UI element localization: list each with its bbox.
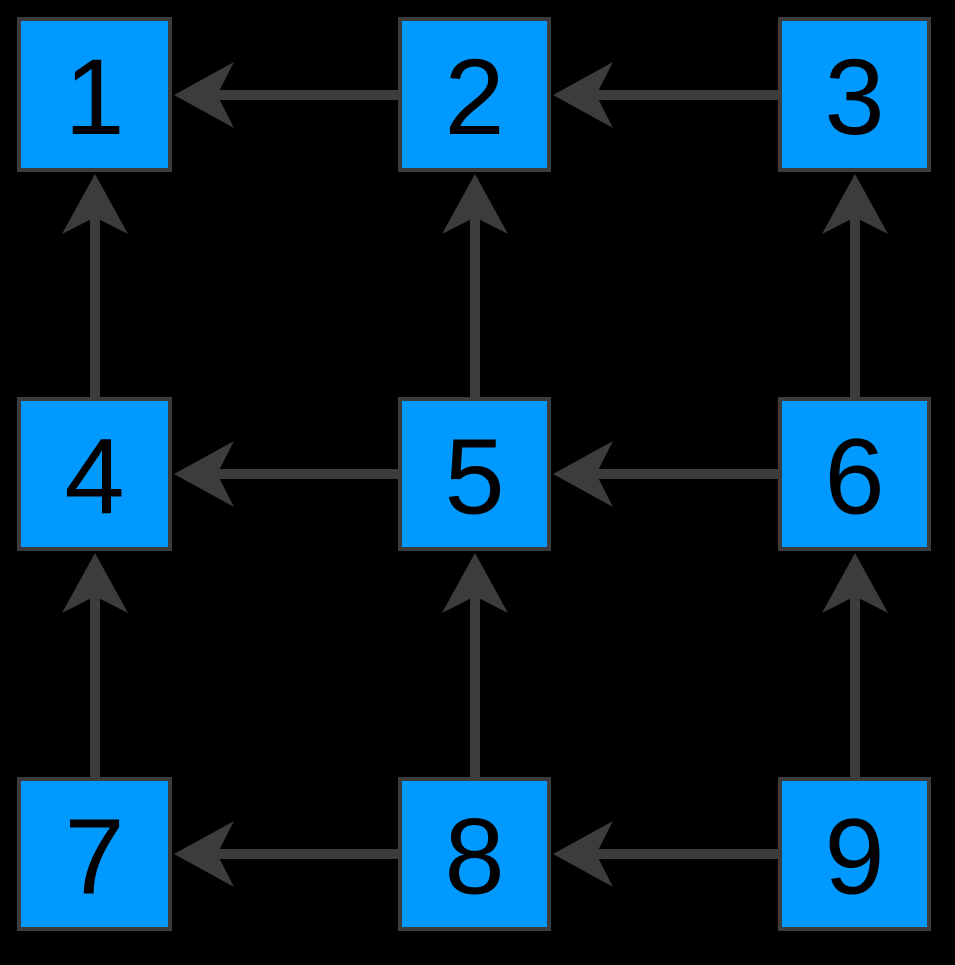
arrowhead-icon (822, 174, 888, 234)
edges-layer (62, 62, 888, 887)
edge-n9-to-n8 (553, 821, 778, 887)
arrowhead-icon (822, 553, 888, 613)
node-1[interactable]: 1 (17, 17, 172, 172)
node-label: 1 (64, 36, 124, 157)
arrowhead-icon (62, 174, 128, 234)
node-4[interactable]: 4 (17, 397, 172, 551)
node-label: 4 (64, 416, 124, 537)
node-label: 8 (444, 796, 504, 917)
arrowhead-icon (553, 62, 613, 128)
node-9[interactable]: 9 (778, 777, 931, 931)
node-box[interactable] (778, 777, 931, 931)
node-box[interactable] (17, 17, 172, 172)
node-box[interactable] (398, 397, 551, 551)
edge-n8-to-n5 (442, 553, 508, 777)
nodes-layer: 1 2 3 4 5 6 7 8 9 (17, 17, 931, 931)
edge-n6-to-n3 (822, 174, 888, 397)
node-box[interactable] (17, 777, 172, 931)
node-label: 9 (824, 796, 884, 917)
edge-n6-to-n5 (553, 441, 778, 507)
edge-n8-to-n7 (174, 821, 398, 887)
arrowhead-icon (553, 441, 613, 507)
node-label: 7 (64, 796, 124, 917)
node-box[interactable] (778, 397, 931, 551)
node-6[interactable]: 6 (778, 397, 931, 551)
arrowhead-icon (62, 553, 128, 613)
edge-n5-to-n4 (174, 441, 398, 507)
arrowhead-icon (174, 62, 234, 128)
node-label: 5 (444, 416, 504, 537)
arrowhead-icon (174, 821, 234, 887)
arrowhead-icon (174, 441, 234, 507)
node-label: 3 (824, 36, 884, 157)
node-5[interactable]: 5 (398, 397, 551, 551)
edge-n4-to-n1 (62, 174, 128, 397)
arrowhead-icon (553, 821, 613, 887)
node-2[interactable]: 2 (398, 17, 551, 172)
node-7[interactable]: 7 (17, 777, 172, 931)
node-8[interactable]: 8 (398, 777, 551, 931)
edge-n3-to-n2 (553, 62, 778, 128)
node-3[interactable]: 3 (778, 17, 931, 172)
node-label: 2 (444, 36, 504, 157)
edge-n7-to-n4 (62, 553, 128, 777)
node-box[interactable] (398, 777, 551, 931)
edge-n9-to-n6 (822, 553, 888, 777)
edge-n5-to-n2 (442, 174, 508, 397)
node-label: 6 (824, 416, 884, 537)
arrowhead-icon (442, 553, 508, 613)
edge-n2-to-n1 (174, 62, 398, 128)
node-box[interactable] (778, 17, 931, 172)
node-box[interactable] (398, 17, 551, 172)
node-box[interactable] (17, 397, 172, 551)
arrowhead-icon (442, 174, 508, 234)
